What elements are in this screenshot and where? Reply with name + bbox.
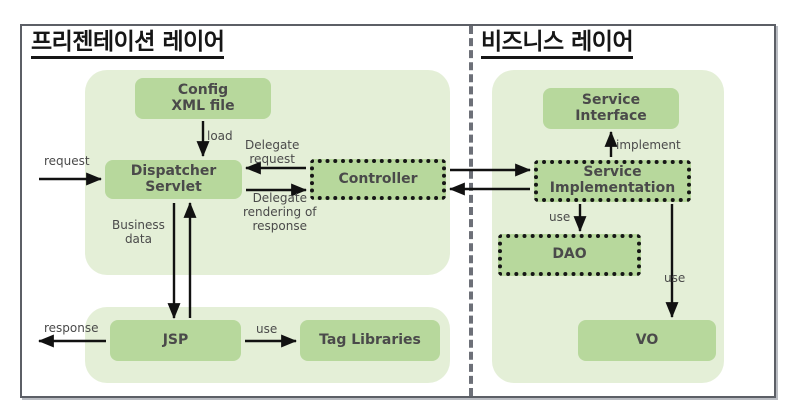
edge-label-load: load	[207, 129, 233, 143]
node-vo[interactable]: VO	[578, 320, 716, 361]
node-service-implementation[interactable]: Service Implementation	[534, 160, 691, 202]
node-dao[interactable]: DAO	[498, 234, 641, 276]
edge-label-use-taglib: use	[256, 322, 278, 336]
edge-label-implement: implement	[616, 138, 681, 152]
node-config-xml-file[interactable]: Config XML file	[135, 78, 271, 119]
edge-label-response: response	[44, 321, 99, 335]
edge-label-use-vo: use	[664, 271, 686, 285]
edge-label-request: request	[44, 154, 90, 168]
business-layer-title: 비즈니스 레이어	[481, 29, 634, 60]
node-controller[interactable]: Controller	[310, 159, 446, 200]
layer-divider	[469, 26, 473, 396]
node-jsp[interactable]: JSP	[110, 320, 241, 361]
node-service-interface[interactable]: Service Interface	[543, 88, 679, 129]
edge-label-delegate-request: Delegate request	[245, 138, 300, 166]
edge-label-business-data: Business data	[112, 218, 165, 246]
edge-label-delegate-rendering: Delegate rendering of response	[243, 191, 317, 233]
node-tag-libraries[interactable]: Tag Libraries	[300, 320, 440, 361]
edge-label-use-dao: use	[549, 210, 571, 224]
presentation-layer-title: 프리젠테이션 레이어	[31, 29, 225, 60]
node-dispatcher-servlet[interactable]: Dispatcher Servlet	[105, 160, 242, 199]
